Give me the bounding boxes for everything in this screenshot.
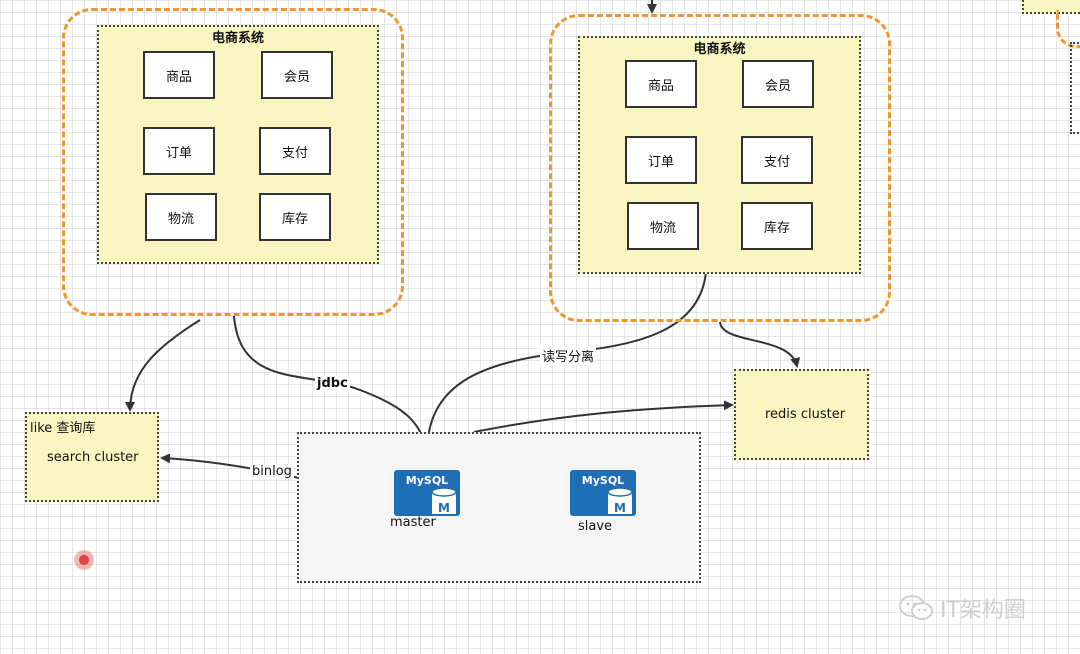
mysql-slave-badge: M	[614, 501, 626, 515]
right-module-logistics: 物流	[627, 202, 699, 250]
right-system-group	[549, 14, 891, 322]
right-module-member: 会员	[742, 60, 814, 108]
search-cluster-label: search cluster	[47, 450, 139, 465]
left-module-inventory: 库存	[259, 193, 331, 241]
left-module-product: 商品	[143, 51, 215, 99]
mysql-master-icon: MySQL M	[394, 470, 460, 516]
search-cluster-header: like 查询库	[30, 421, 96, 436]
watermark: IT架构圈	[898, 592, 1026, 624]
left-module-member: 会员	[261, 51, 333, 99]
edge-left-to-search	[125, 319, 201, 412]
master-label: master	[390, 515, 436, 530]
right-system-panel: 电商系统 商品 会员 订单 支付 物流 库存	[578, 36, 861, 274]
left-module-logistics: 物流	[145, 193, 217, 241]
redis-cluster-box: redis cluster	[734, 369, 869, 460]
offscreen-group-fragment	[1056, 10, 1080, 48]
offscreen-dotted-fragment	[1070, 42, 1080, 134]
left-system-panel: 电商系统 商品 会员 订单 支付 物流 库存	[97, 25, 379, 264]
mysql-slave-icon-text: MySQL	[582, 474, 624, 487]
right-system-title: 电商系统	[693, 42, 746, 57]
slave-label: slave	[578, 519, 613, 534]
left-module-order: 订单	[143, 127, 215, 175]
right-module-payment: 支付	[741, 136, 813, 184]
edge-label-binlog: binlog	[250, 464, 294, 479]
edge-label-rw-split: 读写分离	[540, 346, 597, 365]
search-cluster-box: like 查询库 search cluster	[25, 412, 159, 502]
wechat-icon	[899, 595, 933, 620]
database-area	[297, 432, 701, 583]
left-system-title: 电商系统	[211, 31, 264, 46]
mysql-master-icon-text: MySQL	[406, 474, 448, 487]
watermark-text: IT架构圈	[940, 598, 1026, 623]
redis-cluster-label: redis cluster	[765, 407, 846, 422]
mysql-master-badge: M	[438, 501, 450, 515]
mouse-cursor-indicator	[74, 550, 94, 570]
edge-master-to-redis	[473, 400, 734, 433]
mysql-slave-icon: MySQL M	[570, 470, 636, 516]
edge-right-to-redis	[719, 321, 801, 368]
right-module-inventory: 库存	[741, 202, 813, 250]
left-module-payment: 支付	[259, 127, 331, 175]
right-module-order: 订单	[625, 136, 697, 184]
left-system-group	[62, 8, 404, 316]
right-module-product: 商品	[625, 60, 697, 108]
edge-label-jdbc: jdbc	[315, 376, 350, 391]
